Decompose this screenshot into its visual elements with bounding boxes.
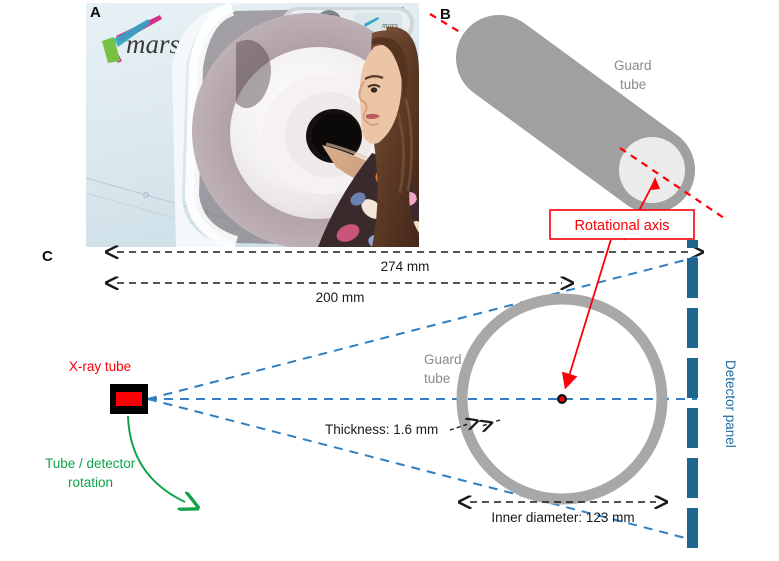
svg-text:mars: mars (382, 21, 398, 30)
person (358, 26, 419, 247)
guard-tube-3d-svg: Guard tube Rotational axis (429, 13, 725, 241)
dimension-274mm-label: 274 mm (381, 259, 430, 274)
xray-tube-label: X-ray tube (69, 359, 131, 374)
detector-segment (687, 508, 698, 548)
detector-segment (687, 308, 698, 348)
beam-edge-upper (147, 256, 698, 400)
xray-tube: X-ray tube (69, 359, 148, 414)
dimension-200mm-label: 200 mm (316, 290, 365, 305)
dimension-inner-diameter: Inner diameter: 123 mm (470, 502, 656, 525)
rotational-axis-pointer-arrowhead (650, 177, 660, 190)
guard-tube-label-line2: tube (620, 77, 646, 92)
panel-b-guard-tube-render: Guard tube Rotational axis (424, 0, 779, 250)
tube-detector-rotation: Tube / detector rotation (45, 415, 185, 502)
dimension-274mm: 274 mm (117, 252, 692, 274)
guard-tube-label-line1: Guard (614, 58, 652, 73)
mars-logo: mars (102, 15, 180, 63)
inner-diameter-label: Inner diameter: 123 mm (491, 510, 634, 525)
detector-panel-label: Detector panel (723, 360, 738, 448)
panel-a-photograph: mars mars (86, 3, 419, 247)
panel-c-schematic: 274 mm 200 mm Guard tube (0, 208, 779, 556)
rotational-axis-callout: Rotational axis (549, 209, 695, 240)
guard-tube-label-c-line2: tube (424, 371, 450, 386)
rotation-center-marker (557, 394, 567, 404)
guard-tube-label-c-line1: Guard (424, 352, 462, 367)
beam-edge-lower (147, 398, 698, 542)
detector-segment (687, 258, 698, 298)
rotation-label-line2: rotation (68, 475, 113, 490)
thickness-annotation: Thickness: 1.6 mm (325, 420, 501, 437)
ct-geometry-schematic: 274 mm 200 mm Guard tube (45, 208, 738, 548)
rotation-arc-arrow (127, 415, 185, 502)
rotation-label-line1: Tube / detector (45, 456, 136, 471)
detector-segment (687, 408, 698, 448)
detector-panel: Detector panel (687, 208, 738, 548)
guard-tube-end-face (619, 137, 685, 203)
detector-segment (687, 208, 698, 248)
panel-label-c: C (42, 248, 53, 265)
xray-beam-cone (147, 256, 698, 542)
svg-text:mars: mars (126, 29, 180, 59)
rotational-axis-arrow-to-center (561, 209, 621, 390)
rotational-axis-line-lower (619, 147, 725, 219)
detector-segment (687, 358, 698, 398)
scanner-photo: mars mars (86, 3, 419, 247)
rotational-axis-label: Rotational axis (574, 218, 669, 234)
detector-segment (687, 458, 698, 498)
thickness-label: Thickness: 1.6 mm (325, 422, 438, 437)
panel-label-a: A (90, 4, 101, 21)
panel-label-b: B (440, 6, 451, 23)
dimension-200mm: 200 mm (117, 283, 562, 305)
